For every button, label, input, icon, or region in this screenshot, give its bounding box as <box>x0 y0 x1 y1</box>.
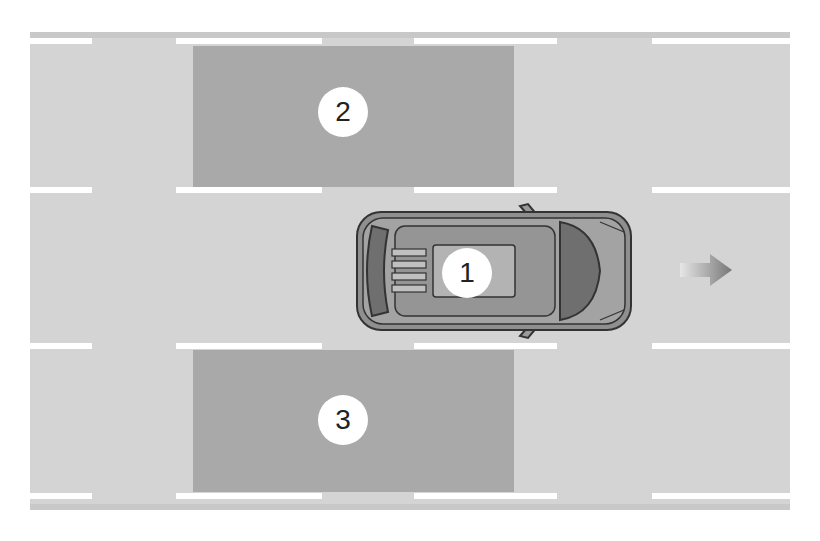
road-edge <box>30 32 790 38</box>
road-edge <box>30 504 790 510</box>
callout-number: 3 <box>318 395 368 445</box>
callout-number: 2 <box>318 87 368 137</box>
road-surface <box>30 32 790 510</box>
car-topview <box>357 204 631 338</box>
callout-number: 1 <box>442 248 492 298</box>
lane-markings <box>30 38 790 499</box>
direction-arrow <box>680 254 732 286</box>
zone-area <box>193 350 514 492</box>
zone-area <box>193 46 514 187</box>
